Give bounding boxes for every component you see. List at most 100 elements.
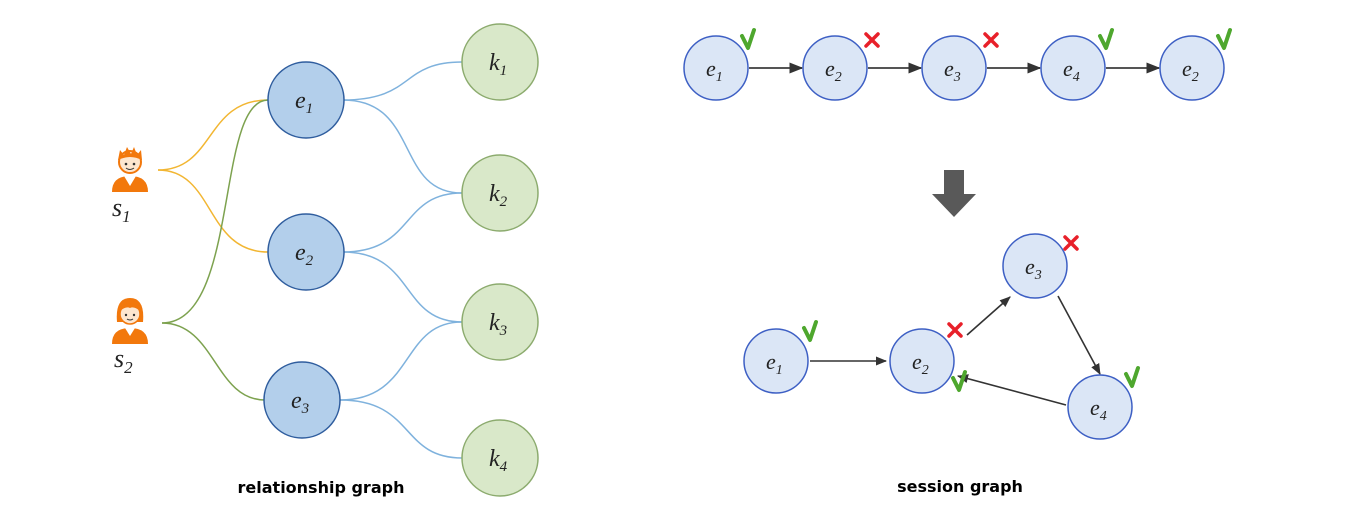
sequence-node-5: e2 xyxy=(1159,28,1232,101)
edge-e1-k1 xyxy=(342,61,463,101)
edge-e2-k2 xyxy=(342,192,463,253)
cross-icon xyxy=(947,322,963,338)
graph-node-e2: e2 xyxy=(889,322,967,394)
graph-node-label: e xyxy=(1090,395,1100,420)
checkmark-icon xyxy=(1098,28,1114,50)
sequence-label: e xyxy=(706,56,716,81)
knowledge-node-k3: k3 xyxy=(461,283,539,361)
sequence-node-3: e3 xyxy=(921,32,999,101)
checkmark-icon xyxy=(802,320,818,342)
cross-icon xyxy=(983,32,999,48)
exercise-node-e2: e2 xyxy=(267,213,345,291)
exercise-label: e xyxy=(295,88,306,114)
edge-e3-e4 xyxy=(1057,295,1101,375)
svg-text:e2: e2 xyxy=(825,56,842,85)
checkmark-icon xyxy=(740,28,756,50)
relationship-graph: s1 s2 e1 e2 xyxy=(112,23,539,497)
graph-node-label: e xyxy=(912,349,922,374)
student-exercise-edges xyxy=(157,99,269,401)
student-node-s1: s1 xyxy=(112,147,148,226)
checkmark-icon xyxy=(1216,28,1232,50)
graph-node-subscript: 3 xyxy=(1034,268,1042,283)
sequence-label: e xyxy=(944,56,954,81)
edge-s2-e3 xyxy=(161,322,266,401)
exercise-label: e xyxy=(291,388,302,414)
sequence-subscript: 2 xyxy=(835,70,842,85)
student-node-s2: s2 xyxy=(112,298,148,377)
sequence-subscript: 2 xyxy=(1192,70,1199,85)
checkmark-icon xyxy=(951,370,967,392)
sequence-node-4: e4 xyxy=(1040,28,1114,101)
edge-s2-e1 xyxy=(161,99,269,324)
svg-text:s2: s2 xyxy=(114,344,133,377)
graph-node-e1: e1 xyxy=(743,320,818,394)
cross-icon xyxy=(1063,235,1079,251)
student-subscript: 2 xyxy=(124,358,133,377)
svg-text:e1: e1 xyxy=(766,349,783,378)
exercise-knowledge-edges xyxy=(339,61,463,459)
session-graph-edges xyxy=(810,295,1101,406)
svg-text:e4: e4 xyxy=(1063,56,1080,85)
knowledge-label: k xyxy=(489,310,500,336)
knowledge-subscript: 2 xyxy=(500,194,508,210)
exercise-node-e3: e3 xyxy=(263,361,341,439)
knowledge-subscript: 1 xyxy=(500,63,508,79)
student-label: s xyxy=(112,193,122,222)
svg-text:e4: e4 xyxy=(1090,395,1107,424)
student-label: s xyxy=(114,344,124,373)
graph-node-e4: e4 xyxy=(1067,366,1140,440)
knowledge-node-k1: k1 xyxy=(461,23,539,101)
edge-s1-e2 xyxy=(157,169,269,253)
sequence-subscript: 3 xyxy=(953,70,961,85)
graph-node-e3: e3 xyxy=(1002,233,1079,299)
down-arrow-icon xyxy=(932,170,976,217)
graph-node-subscript: 2 xyxy=(922,363,929,378)
svg-text:e2: e2 xyxy=(1182,56,1199,85)
boy-avatar-icon xyxy=(112,147,148,192)
girl-avatar-icon xyxy=(112,298,148,344)
exercise-subscript: 3 xyxy=(301,401,310,417)
svg-text:e1: e1 xyxy=(706,56,723,85)
sequence-label: e xyxy=(1182,56,1192,81)
exercise-label: e xyxy=(295,240,306,266)
edge-s1-e1 xyxy=(157,99,269,171)
graph-node-subscript: 4 xyxy=(1100,409,1107,424)
exercise-node-e1: e1 xyxy=(267,61,345,139)
exercise-subscript: 2 xyxy=(306,253,314,269)
svg-text:k1: k1 xyxy=(489,50,507,79)
sequence-subscript: 1 xyxy=(716,70,723,85)
edge-e2-k3 xyxy=(342,251,463,323)
edge-e2-e3 xyxy=(966,296,1011,336)
edge-e4-e2 xyxy=(956,374,1067,406)
edge-e3-k4 xyxy=(339,399,463,459)
svg-text:e3: e3 xyxy=(1025,254,1042,283)
knowledge-subscript: 3 xyxy=(499,323,508,339)
exercise-subscript: 1 xyxy=(306,101,314,117)
knowledge-node-k4: k4 xyxy=(461,419,539,497)
edge-e3-k3 xyxy=(339,321,463,401)
sequence-label: e xyxy=(1063,56,1073,81)
graph-node-subscript: 1 xyxy=(776,363,783,378)
cross-icon xyxy=(864,32,880,48)
sequence-node-1: e1 xyxy=(683,28,756,101)
svg-text:k3: k3 xyxy=(489,310,507,339)
svg-text:k4: k4 xyxy=(489,446,508,475)
svg-text:s1: s1 xyxy=(112,193,131,226)
svg-text:e2: e2 xyxy=(912,349,929,378)
graph-node-label: e xyxy=(766,349,776,374)
knowledge-node-k2: k2 xyxy=(461,154,539,232)
knowledge-subscript: 4 xyxy=(500,459,508,475)
session-graph-caption: session graph xyxy=(897,477,1023,496)
graph-node-label: e xyxy=(1025,254,1035,279)
student-subscript: 1 xyxy=(122,207,131,226)
relationship-graph-caption: relationship graph xyxy=(238,478,405,497)
svg-text:e3: e3 xyxy=(291,388,309,417)
knowledge-label: k xyxy=(489,50,500,76)
sequence-label: e xyxy=(825,56,835,81)
svg-text:e3: e3 xyxy=(944,56,961,85)
knowledge-label: k xyxy=(489,446,500,472)
sequence-subscript: 4 xyxy=(1073,70,1080,85)
session-graph: e1 e2 e3 e4 e2 xyxy=(683,28,1232,496)
checkmark-icon xyxy=(1124,366,1140,388)
